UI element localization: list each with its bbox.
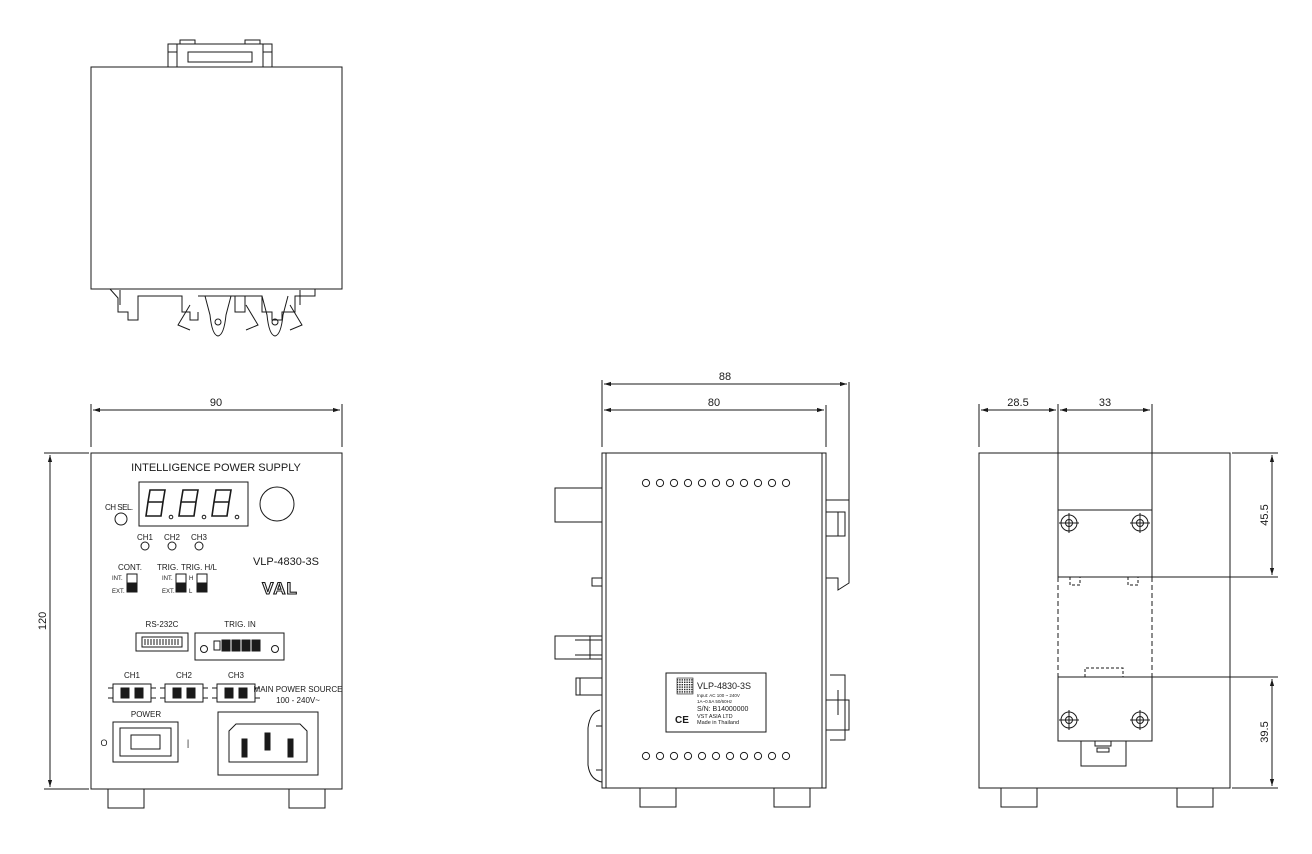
foot-left [107,788,145,809]
ch2-output-label: CH2 [176,671,193,680]
ch2-output-connector[interactable] [160,683,208,703]
switch-cont-label: CONT. [118,563,142,572]
seven-segment-display-icon [138,481,249,527]
power-off-symbol: O [100,738,107,748]
cable-latch-1 [204,295,232,337]
rs232c-label: RS-232C [146,620,179,629]
back-view [978,404,1278,808]
ch1-output-connector[interactable] [108,683,156,703]
dim-side-body-label: 80 [708,397,720,409]
mounting-hole-bl [1059,710,1079,730]
ch3-output-connector[interactable] [212,683,260,703]
side-foot-left [639,787,677,808]
front-title: INTELLIGENCE POWER SUPPLY [131,462,301,474]
power-label: POWER [131,710,161,719]
led-ch1 [140,541,150,551]
knob-protrusion [554,487,603,523]
back-foot-right [1176,787,1214,808]
trig-in-port[interactable] [194,632,285,661]
switch-cont[interactable] [126,573,138,593]
main-power-label-1: MAIN POWER SOURCE [254,685,343,694]
dim-back-bottom-offset-label: 39.5 [1259,721,1271,742]
rs232c-port[interactable] [135,632,189,652]
top-rail [167,43,273,67]
foot-right [288,788,326,809]
cont-int-label: INT. [112,576,123,582]
front-model: VLP-4830-3S [253,556,319,568]
label-origin: Made in Thailand [697,720,739,726]
dim-back-hole-spacing-label: 33 [1099,397,1111,409]
ch1-output-label: CH1 [124,671,141,680]
trig-ext-label: EXT. [162,589,175,595]
ce-mark: CE [675,715,689,726]
trighl-h-label: H [189,576,193,582]
dim-front-width-label: 90 [210,397,222,409]
led-ch1-label: CH1 [137,533,154,542]
brand-logo: VAL [262,579,298,598]
dim-back-top-offset-label: 45.5 [1259,504,1271,525]
mounting-hole-br [1130,710,1150,730]
dim-front-height-label: 120 [37,612,49,630]
mounting-hole-tr [1130,513,1150,533]
dim-side-overall-label: 88 [719,371,731,383]
trig-in-label: TRIG. IN [224,620,256,629]
label-model: VLP-4830-3S [697,681,751,691]
led-ch3-label: CH3 [191,533,208,542]
power-on-symbol: | [187,738,189,748]
led-ch3 [194,541,204,551]
main-power-label-2: 100 - 240V~ [276,696,320,705]
rating-label [665,672,767,733]
top-view-body [90,66,343,290]
label-serial: S/N: B14000000 [697,706,748,713]
mounting-hole-tl [1059,513,1079,533]
label-input-1: Input: AC 100 ~ 240V [697,693,740,698]
side-foot-right [773,787,811,808]
label-maker: VST ASIA LTD [697,714,733,720]
rotary-knob-icon[interactable] [259,486,295,522]
switch-trig[interactable] [175,573,187,593]
switch-trig-label: TRIG. [157,563,178,572]
switch-trighl-label: TRIG. H/L [181,563,218,572]
label-input-2: 1A~0.5A 50/60Hz [697,699,733,704]
back-foot-left [1000,787,1038,808]
power-switch[interactable] [112,721,179,763]
side-view [554,380,850,808]
led-ch2 [167,541,177,551]
dim-back-offset-label: 28.5 [1007,397,1028,409]
trighl-l-label: L [189,589,193,595]
front-view [44,404,343,809]
back-view-body [978,452,1231,789]
vent-holes-bottom [641,751,791,761]
front-panel-body [90,452,343,790]
vent-holes-top [641,478,791,488]
ac-inlet[interactable] [217,711,319,776]
switch-trig-hl[interactable] [196,573,208,593]
top-view [90,39,343,337]
cable-latch-2 [261,295,289,337]
side-view-body [601,452,827,789]
led-ch2-label: CH2 [164,533,181,542]
trig-int-label: INT. [162,576,173,582]
ch-sel-label: CH SEL. [105,503,133,512]
cont-ext-label: EXT. [112,589,125,595]
ch3-output-label: CH3 [228,671,245,680]
ch-sel-button[interactable] [114,512,128,526]
